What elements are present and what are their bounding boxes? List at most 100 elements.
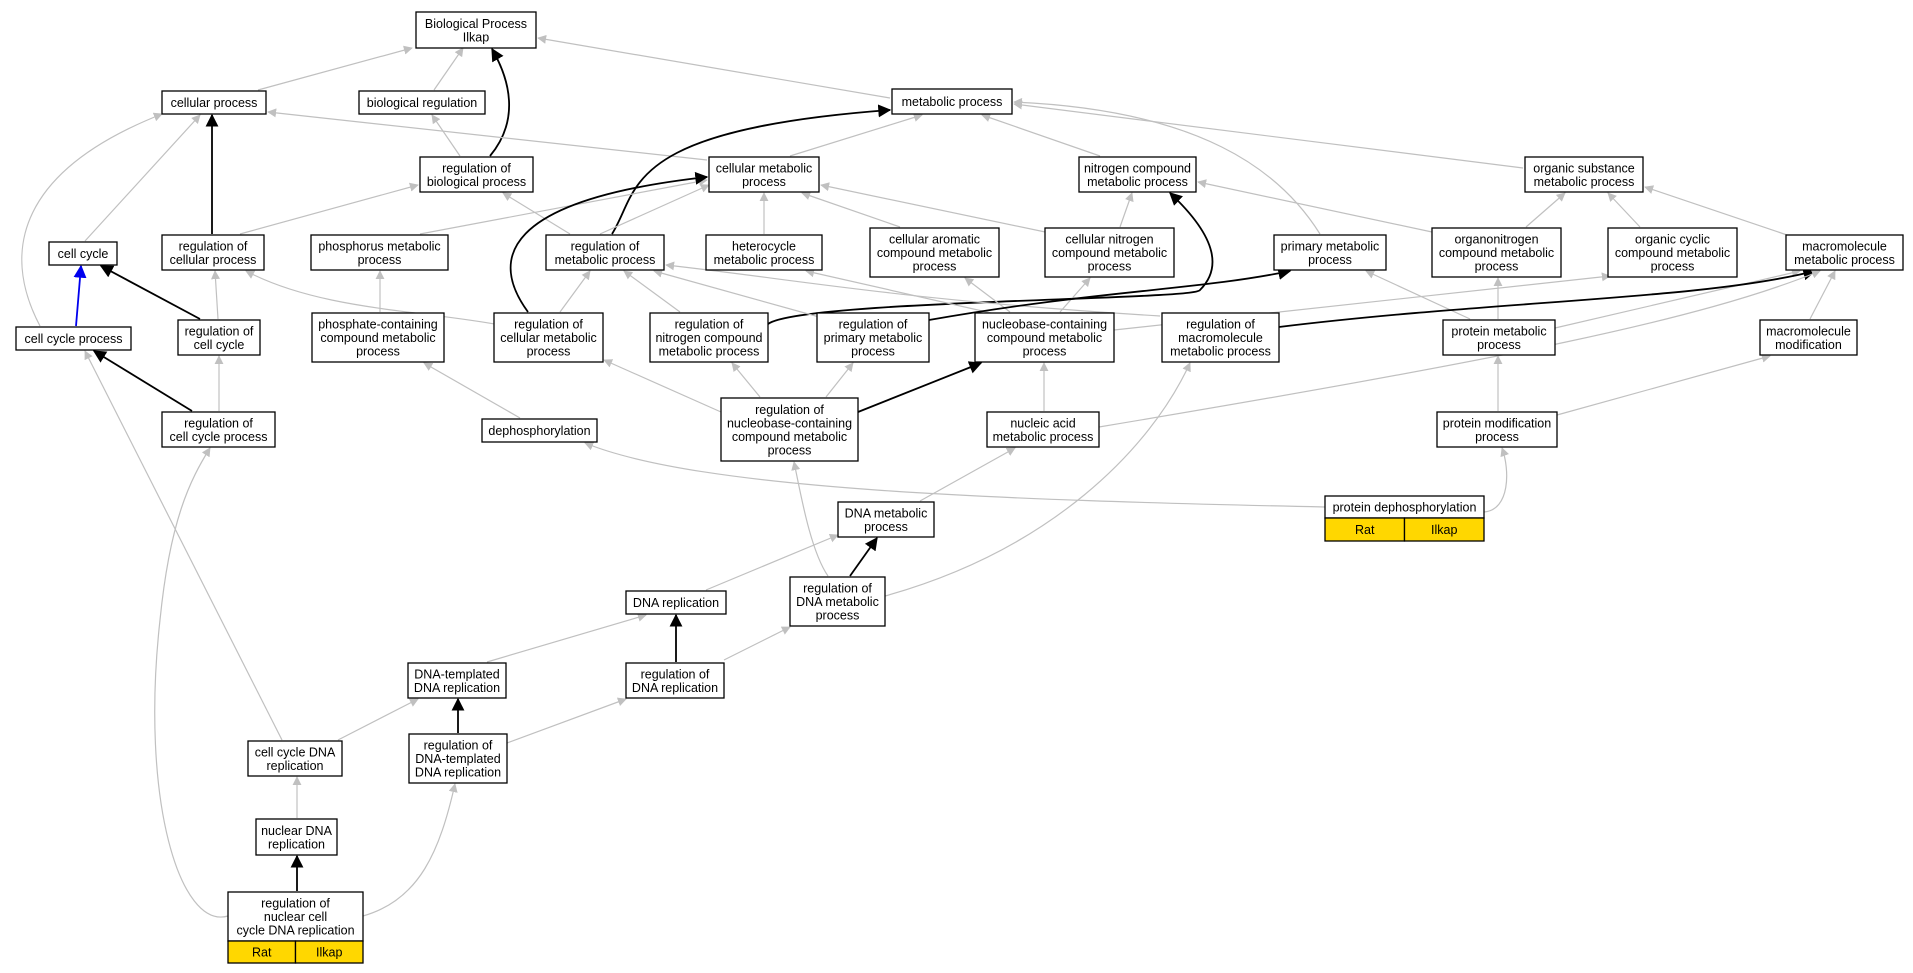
edges-layer (21, 34, 1836, 918)
term-label: cellular process (170, 253, 257, 267)
term-label: regulation of (641, 667, 710, 681)
edge-regulates (611, 104, 892, 235)
edge-is-a (1525, 192, 1566, 228)
edge-is-a (723, 626, 791, 661)
edge-is-a (1365, 270, 1471, 320)
edge-is-a (653, 268, 831, 321)
term-node[interactable]: cell cycle process (15, 326, 132, 351)
edge-is-a (257, 45, 413, 91)
term-label: nuclear DNA (261, 824, 333, 838)
annotation-label: Rat (252, 946, 272, 960)
term-node[interactable]: metabolic process (891, 88, 1013, 115)
term-label: process (913, 260, 957, 274)
term-node[interactable]: cell cycle (48, 241, 118, 266)
term-label: process (1088, 260, 1132, 274)
term-label: cellular nitrogen (1065, 233, 1153, 247)
term-label: metabolic process (993, 430, 1094, 444)
term-label: process (864, 520, 908, 534)
edge-regulates (928, 267, 1292, 321)
term-label: protein metabolic (1451, 324, 1546, 338)
term-box (161, 411, 276, 448)
term-label: cell cycle (58, 247, 109, 261)
term-box (974, 312, 1115, 363)
term-node[interactable]: biological regulation (358, 90, 486, 115)
term-label: DNA-templated (414, 667, 499, 681)
term-box (1273, 234, 1387, 271)
edge-is-a (789, 113, 923, 157)
edge-is-a (84, 350, 283, 741)
term-node[interactable]: DNA replication (625, 590, 727, 615)
edge-is-a (1119, 192, 1134, 228)
term-box (493, 312, 604, 363)
term-box (1078, 156, 1197, 193)
edge-is-a (423, 362, 521, 419)
term-label: nitrogen compound (1084, 161, 1191, 175)
term-label: cell cycle (194, 338, 245, 352)
annotation-cell (294, 940, 364, 964)
term-label: metabolic process (1794, 253, 1895, 267)
term-label: regulation of (839, 318, 908, 332)
term-label: compound metabolic (1052, 246, 1167, 260)
edge-is-a (1607, 192, 1641, 228)
edge-is-a (884, 362, 1191, 597)
term-box (1524, 156, 1644, 193)
edge-is-a (1554, 268, 1801, 329)
term-node[interactable]: regulation ofnucleobase-containingcompou… (720, 397, 859, 462)
term-label: compound metabolic (732, 430, 847, 444)
term-label: phosphate-containing (318, 318, 438, 332)
edge-is-a (486, 612, 647, 663)
edge-is-a (21, 112, 163, 327)
term-label: dephosphorylation (488, 424, 590, 438)
edge-is-a (419, 177, 708, 235)
term-node[interactable]: cellular process (161, 90, 267, 115)
term-box (1044, 227, 1175, 278)
term-box (891, 88, 1013, 115)
term-node[interactable]: dephosphorylation (481, 418, 598, 443)
term-label: cellular metabolic (716, 161, 813, 175)
term-box (15, 326, 132, 351)
term-label: DNA-templated (415, 752, 500, 766)
edge-is-a (502, 192, 571, 235)
edge-is-a (623, 270, 681, 313)
edge-is-a (1556, 353, 1771, 416)
edge-part-of (73, 264, 87, 327)
term-label: DNA metabolic (796, 595, 879, 609)
edge-is-a (584, 441, 1326, 508)
